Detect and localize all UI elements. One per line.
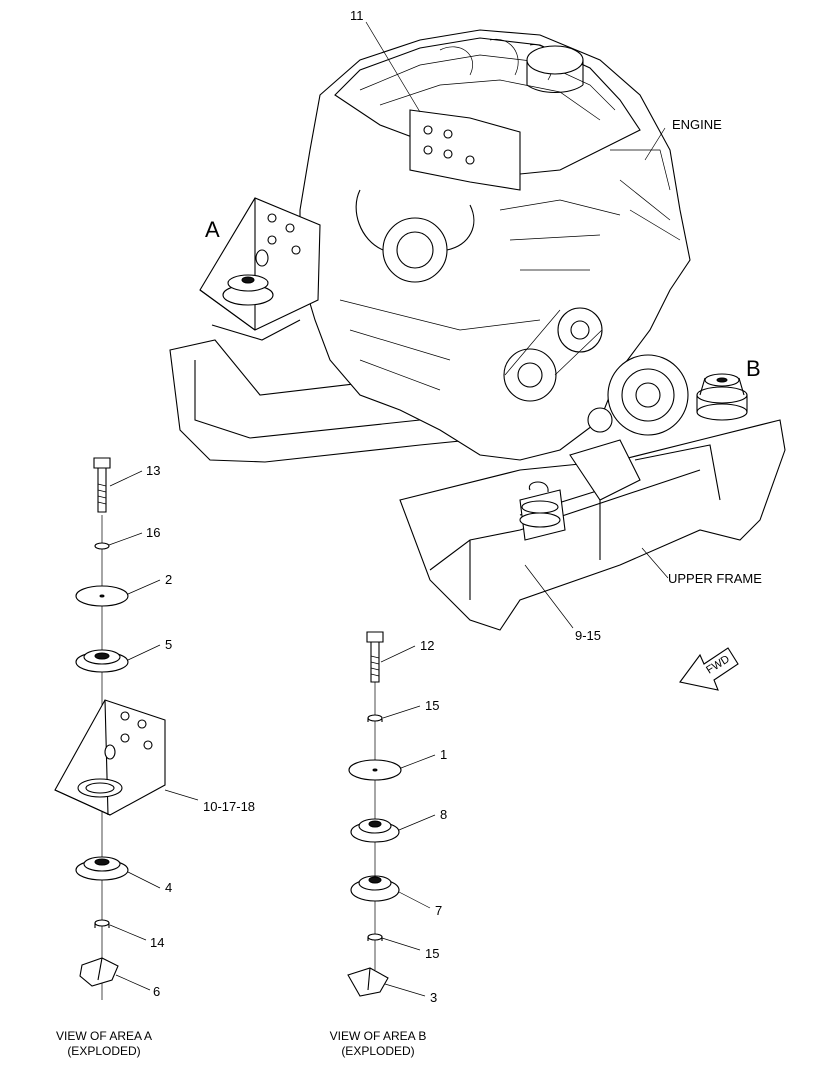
callout-16: 16 [146, 525, 160, 540]
callout-labels: A B ENGINE UPPER FRAME 11 9-15 13 16 2 5… [146, 8, 762, 1005]
callout-1: 1 [440, 747, 447, 762]
bolt-12 [366, 631, 384, 683]
engine-label: ENGINE [672, 117, 722, 132]
callout-4: 4 [165, 880, 172, 895]
callout-7: 7 [435, 903, 442, 918]
view-captions: VIEW OF AREA A (EXPLODED) VIEW OF AREA B… [56, 1029, 426, 1058]
caption-view-a-line1: VIEW OF AREA A [56, 1029, 152, 1043]
exploded-view-b [347, 631, 402, 997]
area-label-b: B [746, 356, 761, 381]
callout-12: 12 [420, 638, 434, 653]
mount-rear-installed [519, 481, 566, 541]
caption-view-a-line2: (EXPLODED) [67, 1044, 140, 1058]
area-label-a: A [205, 217, 220, 242]
callout-9-15: 9-15 [575, 628, 601, 643]
caption-view-b-line2: (EXPLODED) [341, 1044, 414, 1058]
callout-5: 5 [165, 637, 172, 652]
callout-15-upper: 15 [425, 698, 439, 713]
callout-6: 6 [153, 984, 160, 999]
bracket-10-17-18 [54, 699, 166, 816]
callout-2: 2 [165, 572, 172, 587]
callout-8: 8 [440, 807, 447, 822]
callout-15-lower: 15 [425, 946, 439, 961]
mount-b-installed [696, 373, 748, 421]
mount-a-installed [199, 197, 321, 341]
callout-13: 13 [146, 463, 160, 478]
leader-lines [108, 21, 669, 997]
caption-view-b-line1: VIEW OF AREA B [330, 1029, 427, 1043]
upper-frame-label: UPPER FRAME [668, 571, 762, 586]
fwd-arrow-icon: FWD [679, 647, 739, 691]
bolt-13 [93, 457, 111, 513]
engine-assembly [169, 29, 786, 631]
exploded-view-a [54, 457, 166, 1000]
callout-10-17-18: 10-17-18 [203, 799, 255, 814]
callout-14: 14 [150, 935, 164, 950]
callout-3: 3 [430, 990, 437, 1005]
callout-11: 11 [350, 8, 364, 23]
